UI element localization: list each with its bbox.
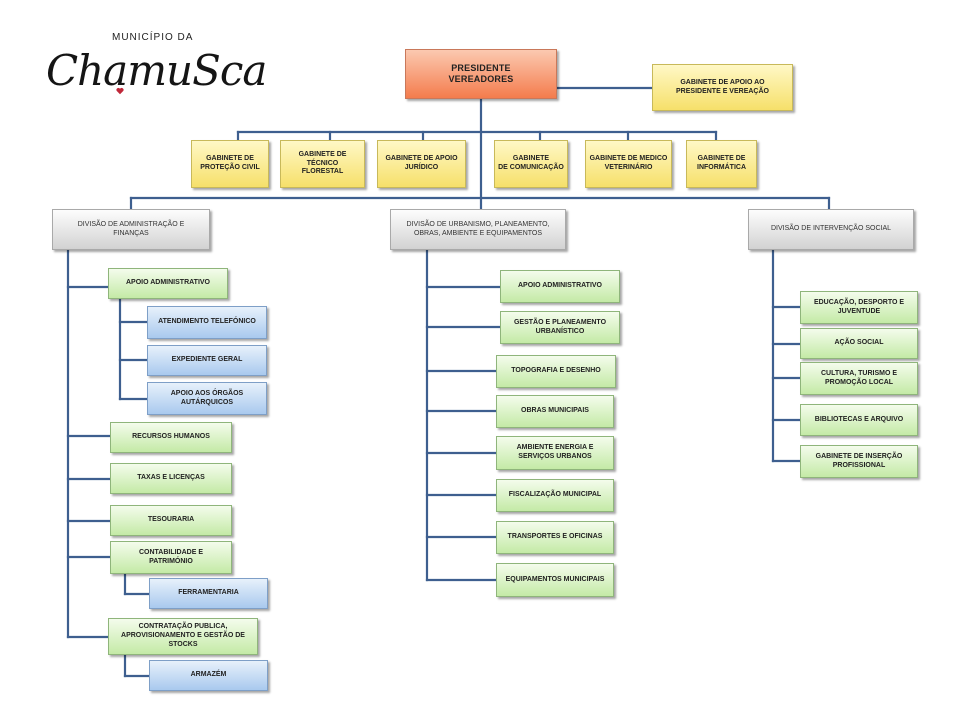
logo-wordmark: ChamuSca (46, 46, 267, 95)
gabinete-medico-veterinario[interactable]: GABINETE DE MEDICO VETERINÁRIO (585, 140, 672, 188)
unit-apoio-administrativo[interactable]: APOIO ADMINISTRATIVO (108, 268, 228, 299)
unit-equipamentos-municipais[interactable]: EQUIPAMENTOS MUNICIPAIS (496, 563, 614, 597)
unit-contabilidade-patrimonio[interactable]: CONTABILIDADE E PATRIMÓNIO (110, 541, 232, 574)
division-administracao[interactable]: DIVISÃO DE ADMINISTRAÇÃO E FINANÇAS (52, 209, 210, 250)
unit-contratacao-publica[interactable]: CONTRATAÇÃO PUBLICA, APROVISIONAMENTO E … (108, 618, 258, 655)
unit-gabinete-insercao[interactable]: GABINETE DE INSERÇÃO PROFISSIONAL (800, 445, 918, 478)
unit-acao-social[interactable]: AÇÃO SOCIAL (800, 328, 918, 359)
heart-icon (116, 87, 124, 95)
subunit-apoio-orgaos[interactable]: APOIO AOS ÓRGÃOS AUTÁRQUICOS (147, 382, 267, 415)
unit-obras-municipais[interactable]: OBRAS MUNICIPAIS (496, 395, 614, 428)
unit-cultura-turismo[interactable]: CULTURA, TURISMO E PROMOÇÃO LOCAL (800, 362, 918, 395)
unit-recursos-humanos[interactable]: RECURSOS HUMANOS (110, 422, 232, 453)
unit-topografia-desenho[interactable]: TOPOGRAFIA E DESENHO (496, 355, 616, 388)
gabinete-apoio-juridico[interactable]: GABINETE DE APOIO JURÍDICO (377, 140, 466, 188)
division-urbanismo[interactable]: DIVISÃO DE URBANISMO, PLANEAMENTO, OBRAS… (390, 209, 566, 250)
unit-bibliotecas-arquivo[interactable]: BIBLIOTECAS E ARQUIVO (800, 404, 918, 436)
logo-subtitle: MUNICÍPIO DA (112, 32, 194, 43)
gabinete-informatica[interactable]: GABINETE DE INFORMÁTICA (686, 140, 757, 188)
unit-educacao-desporto[interactable]: EDUCAÇÃO, DESPORTO E JUVENTUDE (800, 291, 918, 324)
unit-taxas-licencas[interactable]: TAXAS E LICENÇAS (110, 463, 232, 494)
subunit-expediente-geral[interactable]: EXPEDIENTE GERAL (147, 345, 267, 376)
gabinete-protecao-civil[interactable]: GABINETE DE PROTEÇÃO CIVIL (191, 140, 269, 188)
subunit-armazem[interactable]: ARMAZÉM (149, 660, 268, 691)
unit-tesouraria[interactable]: TESOURARIA (110, 505, 232, 536)
unit-ambiente-energia[interactable]: AMBIENTE ENERGIA E SERVIÇOS URBANOS (496, 436, 614, 470)
gabinete-comunicacao[interactable]: GABINETE DE COMUNICAÇÃO (494, 140, 568, 188)
unit-gestao-planeamento[interactable]: GESTÃO E PLANEAMENTO URBANÍSTICO (500, 311, 620, 344)
unit-urb-apoio-administrativo[interactable]: APOIO ADMINISTRATIVO (500, 270, 620, 303)
gabinete-tecnico-florestal[interactable]: GABINETE DE TÉCNICO FLORESTAL (280, 140, 365, 188)
subunit-atendimento-telefonico[interactable]: ATENDIMENTO TELEFÓNICO (147, 306, 267, 339)
unit-transportes-oficinas[interactable]: TRANSPORTES E OFICINAS (496, 521, 614, 554)
unit-fiscalizacao-municipal[interactable]: FISCALIZAÇÃO MUNICIPAL (496, 479, 614, 512)
presidente-box[interactable]: PRESIDENTE VEREADORES (405, 49, 557, 99)
gabinete-apoio-presidente[interactable]: GABINETE DE APOIO AO PRESIDENTE E VEREAÇ… (652, 64, 793, 111)
division-intervencao-social[interactable]: DIVISÃO DE INTERVENÇÃO SOCIAL (748, 209, 914, 250)
subunit-ferramentaria[interactable]: FERRAMENTARIA (149, 578, 268, 609)
